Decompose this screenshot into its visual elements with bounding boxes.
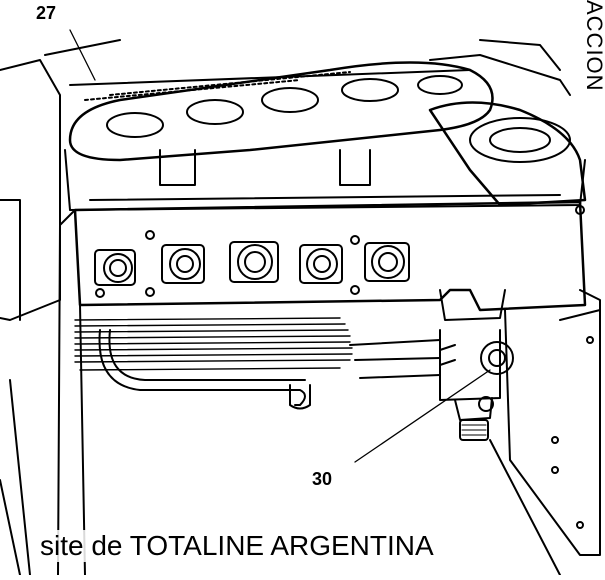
fitting-4 (299, 244, 343, 284)
callout-leaders (69, 29, 491, 463)
fitting-plate (73, 200, 587, 312)
fan-housing (428, 101, 587, 207)
fitting-3 (229, 241, 279, 283)
valve-assembly (439, 289, 514, 441)
pipes (98, 329, 441, 410)
fitting-5 (364, 242, 410, 282)
watermark-footer-text: site de TOTALINE ARGENTINA (40, 530, 434, 562)
fitting-2 (161, 244, 205, 284)
callout-label-27: 27 (36, 3, 57, 23)
upper-chassis (64, 149, 586, 211)
callout-label-30: 30 (312, 469, 333, 489)
combustion-cover (68, 61, 494, 162)
heat-exchanger (74, 317, 353, 371)
side-heading-text: ACCION (577, 0, 605, 92)
fitting-1 (94, 249, 136, 286)
